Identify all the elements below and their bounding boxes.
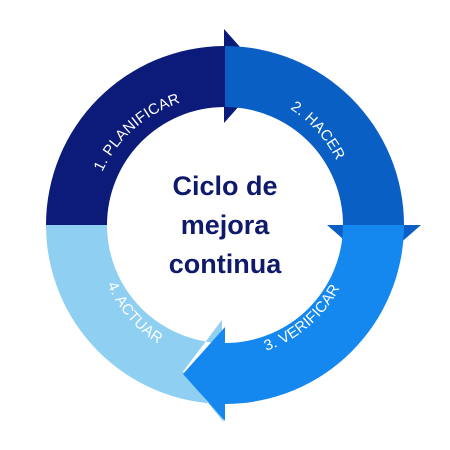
center-title-line-3: continua [169, 249, 282, 279]
segment-3-verificar [183, 225, 404, 421]
segment-1-planificar [46, 29, 266, 225]
segment-2-hacer [225, 46, 421, 266]
center-title-line-1: Ciclo de [172, 171, 277, 201]
segment-4-actuar [46, 225, 224, 422]
center-title-line-2: mejora [181, 210, 271, 240]
